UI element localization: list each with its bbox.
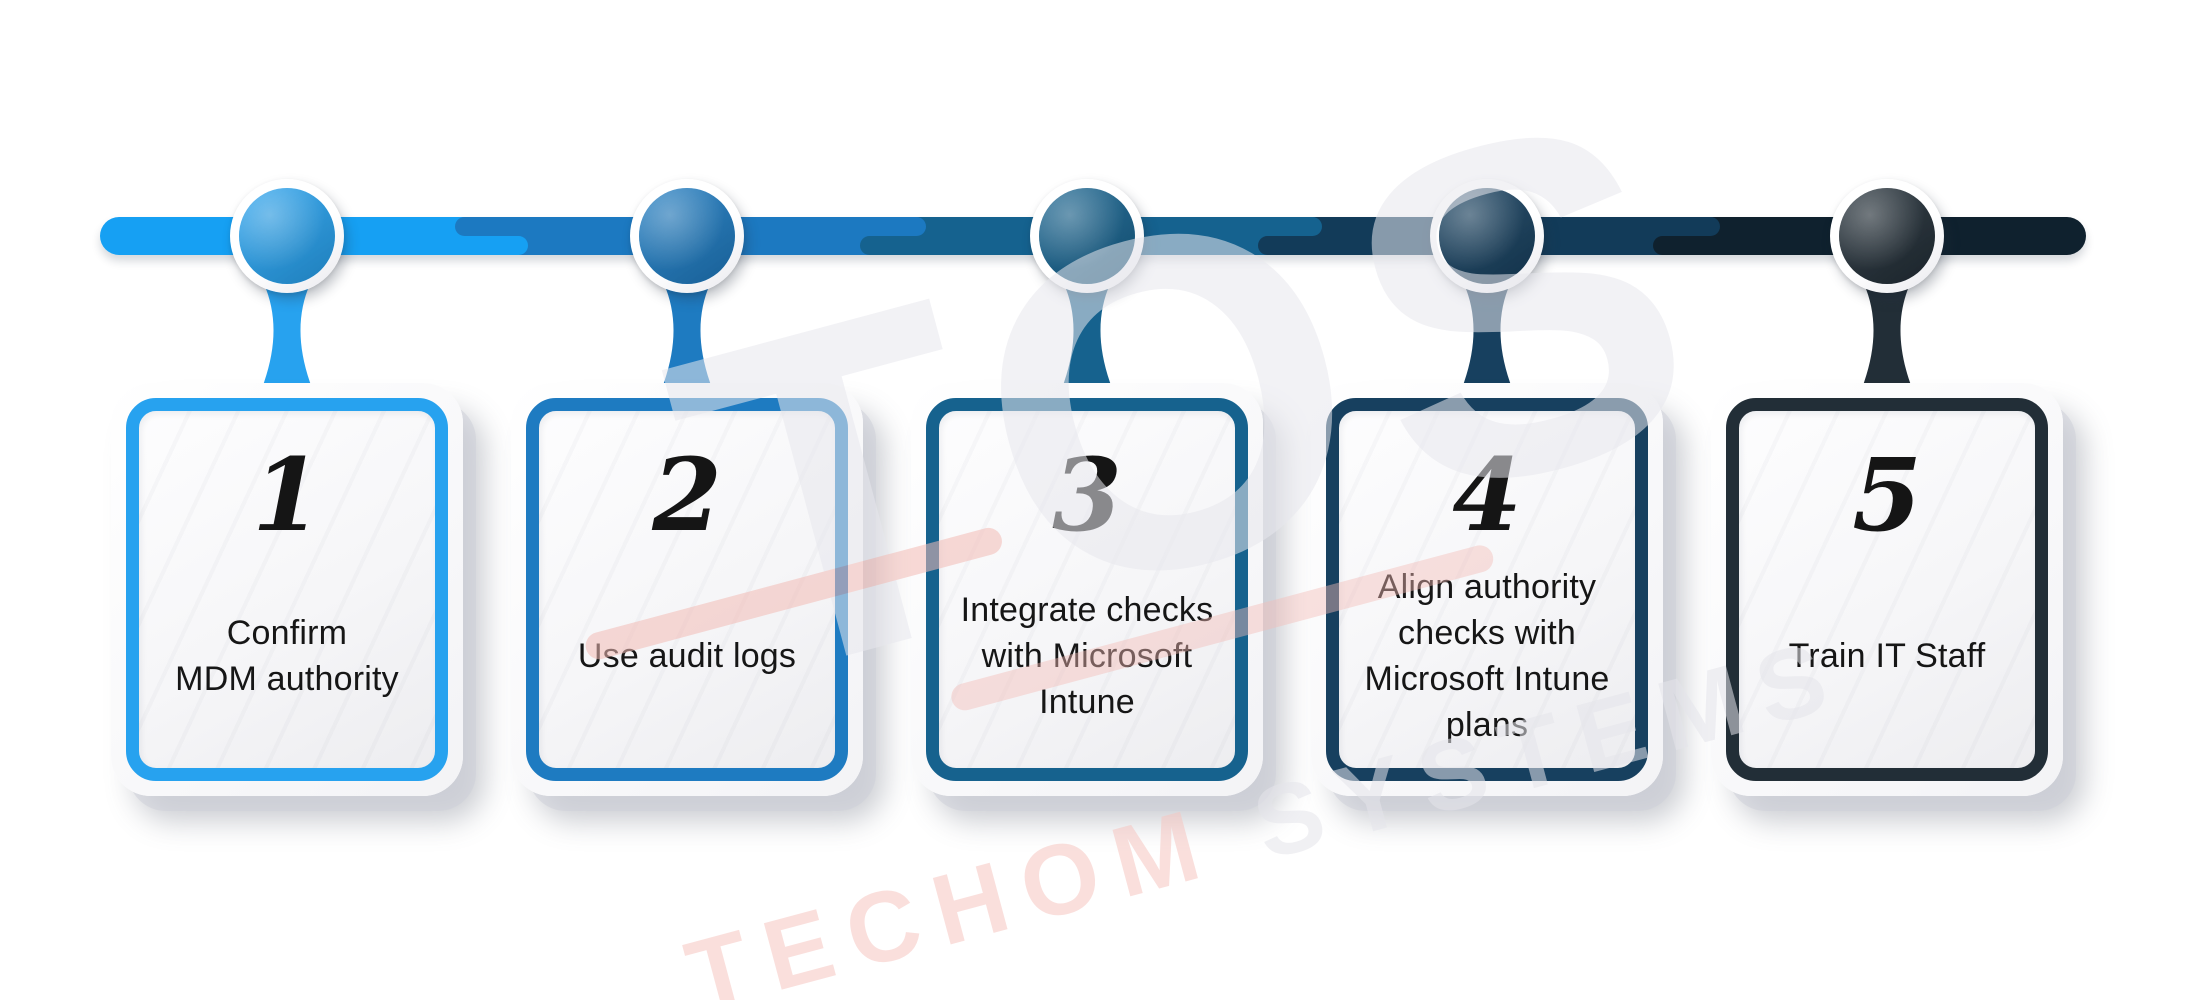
step-card: 1 Confirm MDM authority: [111, 383, 463, 796]
card-frame: 5 Train IT Staff: [1726, 398, 2048, 781]
connector-drop: [1462, 284, 1512, 388]
timeline-pill: [860, 236, 955, 255]
connector-drop: [1862, 284, 1912, 388]
card-frame: 4 Align authority checks with Microsoft …: [1326, 398, 1648, 781]
timeline-pill: [430, 236, 528, 255]
step-card: 3 Integrate checks with Microsoft Intune: [911, 383, 1263, 796]
step-number: 5: [1852, 436, 1922, 554]
step-label: Confirm MDM authority: [175, 613, 399, 698]
step-card: 5 Train IT Staff: [1711, 383, 2063, 796]
connector-drop: [1062, 284, 1112, 388]
step-label: Integrate checks with Microsoft Intune: [960, 590, 1214, 722]
step-number: 3: [1052, 436, 1122, 554]
card-frame: 1 Confirm MDM authority: [126, 398, 448, 781]
timeline-pill: [1628, 217, 1720, 236]
step-5-group: 5 Train IT Staff: [1711, 0, 2063, 1000]
step-number: 1: [252, 436, 322, 554]
timeline-pill: [810, 217, 926, 236]
connector-drop: [262, 284, 312, 388]
watermark-company-second: SYSTEMS: [1242, 616, 1855, 882]
step-label: Train IT Staff: [1788, 636, 1986, 675]
brand-watermark: TOS TECHOM SYSTEMS: [515, 6, 1935, 1000]
watermark-logo-text: TOS: [630, 6, 1761, 781]
timeline-pill: [1230, 217, 1322, 236]
watermark-company-first: TECHOM: [675, 784, 1228, 1000]
step-number: 4: [1452, 436, 1522, 554]
timeline-pill: [1653, 236, 1753, 255]
card-frame: 2 Use audit logs: [526, 398, 848, 781]
step-card: 4 Align authority checks with Microsoft …: [1311, 383, 1663, 796]
step-card: 2 Use audit logs: [511, 383, 863, 796]
card-frame: 3 Integrate checks with Microsoft Intune: [926, 398, 1248, 781]
connector-drop: [662, 284, 712, 388]
timeline-pill: [1258, 236, 1358, 255]
step-4-group: 4 Align authority checks with Microsoft …: [1311, 0, 1663, 1000]
step-2-group: 2 Use audit logs: [511, 0, 863, 1000]
step-3-group: 3 Integrate checks with Microsoft Intune: [911, 0, 1263, 1000]
step-label: Align authority checks with Microsoft In…: [1364, 567, 1610, 745]
timeline-pill: [455, 217, 567, 236]
step-number: 2: [652, 436, 722, 554]
step-label: Use audit logs: [577, 636, 797, 675]
step-1-group: 1 Confirm MDM authority: [111, 0, 463, 1000]
watermark-company-name: TECHOM SYSTEMS: [675, 616, 1855, 1000]
watermark-accent-bar: [948, 542, 1497, 714]
watermark-accent-bar: [582, 524, 1005, 663]
